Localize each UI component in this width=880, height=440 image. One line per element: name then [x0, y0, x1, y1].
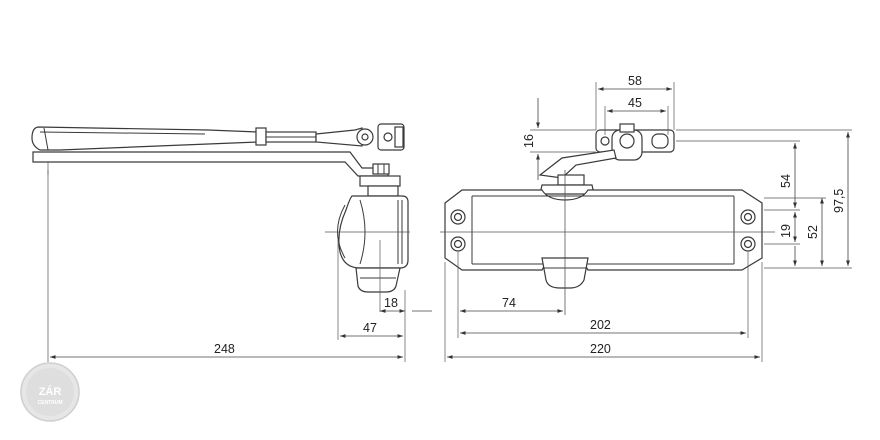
dim-overall-length-side: 248	[214, 342, 235, 356]
side-view-body	[325, 195, 410, 293]
side-view-lower-arm	[32, 151, 389, 177]
front-view-bracket	[595, 123, 675, 161]
front-view: 58 45 74 202 220 16 54 19 52 97,5	[440, 74, 852, 362]
dim-hole-vertical-spacing: 19	[779, 224, 793, 238]
front-view-body	[440, 170, 775, 315]
logo-main-text: ZÁR	[39, 385, 62, 398]
side-view-dimensions: 18 47 248	[47, 170, 432, 362]
dim-overall-height: 97,5	[832, 189, 846, 213]
dim-bracket-height: 16	[522, 134, 536, 148]
dim-shoe-offset: 74	[502, 296, 516, 310]
dim-arm-to-holes: 54	[779, 174, 793, 188]
side-view: 18 47 248	[31, 123, 432, 362]
logo-sub-text: CENTRUM	[38, 400, 63, 406]
zar-centrum-logo: ZÁR CENTRUM	[20, 362, 80, 422]
dim-bracket-width: 58	[628, 74, 642, 88]
dim-arm-offset: 18	[384, 296, 398, 310]
dim-body-depth: 47	[363, 321, 377, 335]
front-view-dimensions: 58 45 74 202 220 16 54 19 52 97,5	[444, 74, 852, 362]
dim-overall-length-front: 220	[590, 342, 611, 356]
front-view-arm-link	[538, 149, 617, 195]
side-view-arm	[31, 123, 405, 151]
dim-body-height: 52	[806, 225, 820, 239]
dim-hole-spacing: 202	[590, 318, 611, 332]
dim-bracket-hole-spacing: 45	[628, 96, 642, 110]
